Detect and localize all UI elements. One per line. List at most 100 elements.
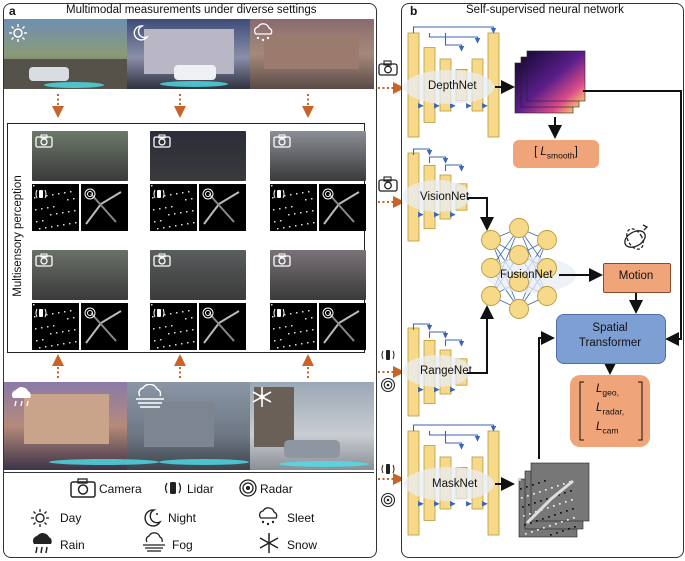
radar-view [199,184,246,231]
mask-speckle [557,485,559,487]
mask-speckle [555,523,557,525]
snowflake-icon [250,385,274,414]
camera-overlay-icon [35,253,53,272]
masknet-highlight [404,467,494,501]
loss-cam-subscript: cam [602,425,619,436]
masknet-label: MaskNet [432,478,478,490]
motion-box [603,263,671,293]
camera-view [270,250,366,300]
mask-speckle [563,483,565,485]
mask-speckle [522,506,524,508]
camera-overlay-icon [273,134,291,153]
depthnet-label: DepthNet [428,80,477,92]
mask-speckle [524,524,526,526]
mask-speckle [567,519,569,521]
loss-radar: Lradar, [582,402,656,416]
radar-view [319,184,366,231]
masknet-skip [428,431,481,442]
camera-view [150,250,246,300]
fusion-node [481,286,501,306]
lidar-view [32,303,79,350]
perception-side-label: Multisensory perception [12,175,24,297]
mask-speckle [521,497,523,499]
lidar-overlay-icon [35,187,47,205]
arrows-bottom-up [52,354,314,378]
panel-b-label: b [410,4,418,18]
camera-view [150,131,246,181]
radar-overlay-icon [202,306,214,324]
mask-speckle [544,480,546,482]
loss-geo-subscript: geo, [602,387,619,398]
fusionnet-label: FusionNet [500,269,553,281]
mask-speckle [537,529,539,531]
day-icon [30,508,50,533]
mask-speckle [573,517,575,519]
depthnet-skip [412,26,497,34]
mask-speckle [568,528,570,530]
radar-icon [238,478,258,503]
lidar-view [150,184,197,231]
fusion-node [537,286,557,306]
radar-view [81,184,128,231]
rangenet-label: RangeNet [420,365,472,377]
radar-view [81,303,128,350]
camera-input-icon [378,176,398,197]
spatial-transformer-line2: Transformer [578,337,642,349]
loss-radar-symbol: L [596,402,603,414]
rangenet-skip [444,339,465,347]
mask-speckle [542,518,544,520]
visionnet-label: VisionNet [420,191,470,203]
legend-lidar: Lidar [187,482,214,496]
lidar-icon [162,479,184,502]
mask-speckle [526,486,528,488]
depth-to-transformer [583,90,682,346]
mask-speckle [523,515,525,517]
masknet-skip [444,431,465,450]
motion-label: Motion [618,270,654,282]
mask-speckle [558,494,560,496]
mask-speckle [525,533,527,535]
fusion-node [537,258,557,278]
mask-speckle [543,527,545,529]
radar-input-icon [380,377,396,398]
rain-icon [29,532,55,561]
panel-a-title: Multimodal measurements under diverse se… [66,4,317,16]
mask-speckle [520,488,522,490]
mask-speckle [560,512,562,514]
lidar-overlay-icon [273,306,285,324]
lidar-view [150,303,197,350]
smooth-loss-symbol: L [540,146,547,158]
mask-speckle [562,530,564,532]
mask-speckle [531,531,533,533]
rotation-icon [617,221,657,262]
loss-cam-symbol: L [596,421,603,433]
mask-speckle [539,491,541,493]
loss-geo-symbol: L [596,383,603,395]
combined-loss-box [570,375,650,447]
mask-speckle [554,514,556,516]
legend-fog: Fog [172,538,193,552]
mask-speckle [535,511,537,513]
mask-speckle [519,479,521,481]
lidar-overlay-icon [273,187,285,205]
radar-overlay-icon [322,187,334,205]
smooth-loss-subscript: smooth [546,150,575,161]
mask-speckle [547,507,549,509]
legend-camera: Camera [99,482,142,496]
vision-to-fusion [467,197,494,231]
smooth-loss-label: [Lsmooth] [534,146,578,161]
sleet-legend-icon [255,506,283,533]
mask-speckle [529,513,531,515]
mask-speckle [572,508,574,510]
arrows-top-down [52,94,314,118]
panel-a-label: a [9,4,16,18]
mask-structure [525,479,574,525]
fusion-node [481,258,501,278]
camera-view [32,250,128,300]
mask-speckle [528,504,530,506]
radar-overlay-icon [202,187,214,205]
mask-speckle [545,489,547,491]
rain-cloud-icon [7,385,37,414]
radar-view [319,303,366,350]
mask-speckle [566,510,568,512]
